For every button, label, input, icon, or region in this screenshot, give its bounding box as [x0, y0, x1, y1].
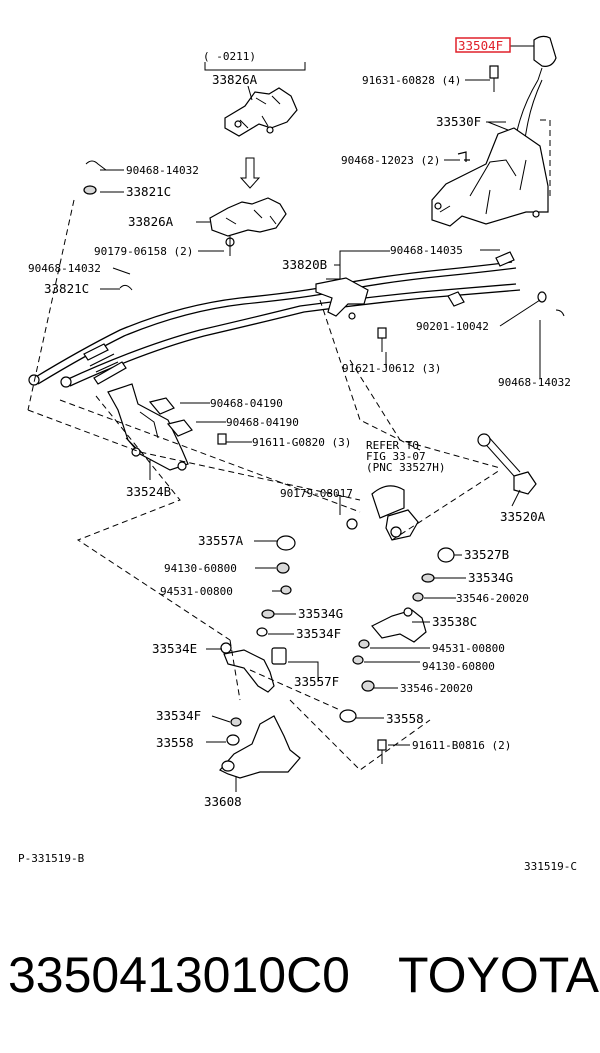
date-range: ( -0211) [203, 50, 256, 63]
label-33826a-top[interactable]: 33826A [212, 72, 258, 87]
label-90468-14032-b[interactable]: 90468-14032 [28, 262, 101, 275]
label-91611-g0820[interactable]: 91611-G0820 (3) [252, 436, 351, 449]
label-33527b[interactable]: 33527B [464, 547, 509, 562]
label-90468-14032-a[interactable]: 90468-14032 [126, 164, 199, 177]
bracket-33826a-set [204, 62, 306, 256]
label-94531-00800-a[interactable]: 94531-00800 [160, 585, 233, 598]
label-33504f[interactable]: 33504F [458, 38, 503, 53]
figure-code-left: P-331519-B [18, 852, 85, 865]
label-33558-a[interactable]: 33558 [386, 711, 424, 726]
control-rod-assembly [346, 433, 537, 541]
dashed-reference-lines [27, 199, 501, 771]
label-94531-00800-b[interactable]: 94531-00800 [432, 642, 505, 655]
refer-note-line-2: FIG 33-07 [366, 450, 426, 463]
leader-lines [100, 45, 541, 792]
label-33558-b[interactable]: 33558 [156, 735, 194, 750]
label-33530f[interactable]: 33530F [436, 114, 481, 129]
label-90468-12023[interactable]: 90468-12023 (2) [341, 154, 440, 167]
figure-code-right: 331519-C [524, 860, 577, 873]
label-91631-60828[interactable]: 91631-60828 (4) [362, 74, 461, 87]
refer-note-line-3: (PNC 33527H) [366, 461, 445, 474]
label-33546-20020-a[interactable]: 33546-20020 [456, 592, 529, 605]
label-33534g-a[interactable]: 33534G [468, 570, 513, 585]
linkage-assembly [219, 535, 455, 779]
label-33534f-a[interactable]: 33534F [296, 626, 341, 641]
label-33538c[interactable]: 33538C [432, 614, 477, 629]
footer-brand: TOYOTA [398, 947, 599, 1003]
refer-note-line-1: REFER TO [366, 439, 419, 452]
clips-left [83, 160, 133, 291]
label-90468-04190-b[interactable]: 90468-04190 [226, 416, 299, 429]
shift-cables [28, 251, 565, 388]
label-33557a[interactable]: 33557A [198, 533, 244, 548]
label-94130-60800-a[interactable]: 94130-60800 [164, 562, 237, 575]
label-33821c-b[interactable]: 33821C [44, 281, 89, 296]
label-91611-b0816[interactable]: 91611-B0816 (2) [412, 739, 511, 752]
parts-diagram: 33504F 91631-60828 (4) 33530F 90468-1202… [18, 35, 577, 873]
footer-part-number: 3350413010C0 [8, 947, 350, 1003]
label-33826a-mid[interactable]: 33826A [128, 214, 174, 229]
label-90468-04190-a[interactable]: 90468-04190 [210, 397, 283, 410]
label-90179-08017[interactable]: 90179-08017 [280, 487, 353, 500]
label-33608[interactable]: 33608 [204, 794, 242, 809]
highlight-box [455, 37, 511, 53]
label-33534g-b[interactable]: 33534G [298, 606, 343, 621]
bracket-33524b [107, 383, 227, 471]
label-90468-14032-c[interactable]: 90468-14032 [498, 376, 571, 389]
label-33534e[interactable]: 33534E [152, 641, 197, 656]
label-33520a[interactable]: 33520A [500, 509, 546, 524]
label-33546-20020-b[interactable]: 33546-20020 [400, 682, 473, 695]
label-90468-14035[interactable]: 90468-14035 [390, 244, 463, 257]
label-33820b[interactable]: 33820B [282, 257, 327, 272]
part-number-footer: 3350413010C0 TOYOTA [0, 935, 600, 1015]
label-90201-10042[interactable]: 90201-10042 [416, 320, 489, 333]
label-94130-60800-b[interactable]: 94130-60800 [422, 660, 495, 673]
label-33524b[interactable]: 33524B [126, 484, 171, 499]
label-33821c-a[interactable]: 33821C [126, 184, 171, 199]
label-33534f-b[interactable]: 33534F [156, 708, 201, 723]
label-33557f[interactable]: 33557F [294, 674, 339, 689]
label-91621-j0612[interactable]: 91621-J0612 (3) [342, 362, 441, 375]
shift-lever-assembly [431, 35, 557, 227]
label-90179-06158[interactable]: 90179-06158 (2) [94, 245, 193, 258]
